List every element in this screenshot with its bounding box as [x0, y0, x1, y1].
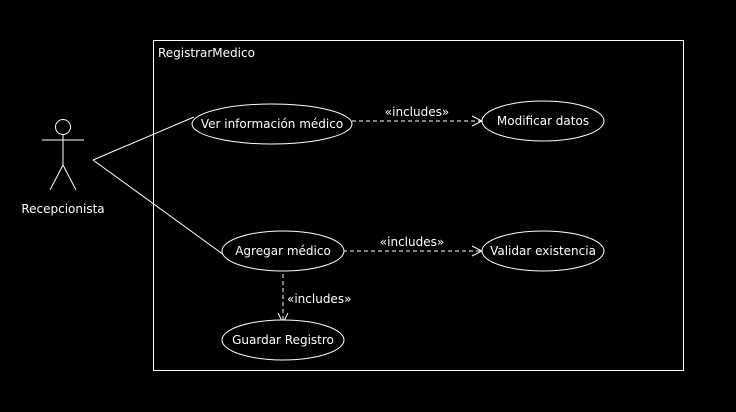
use-case-label: Guardar Registro — [232, 333, 334, 347]
actor-left-leg — [49, 164, 64, 191]
use-case-ver-informacion[interactable]: Ver información médico — [191, 103, 353, 145]
use-case-agregar-medico[interactable]: Agregar médico — [221, 230, 345, 272]
association-ver-informacion — [92, 116, 195, 161]
actor-right-leg — [62, 164, 77, 191]
use-case-label: Modificar datos — [497, 114, 589, 128]
actor-name: Recepcionista — [21, 202, 104, 216]
actor-head — [55, 119, 71, 135]
use-case-label: Validar existencia — [490, 244, 596, 258]
use-case-validar-existencia[interactable]: Validar existencia — [481, 230, 605, 272]
use-case-label: Agregar médico — [235, 244, 331, 258]
system-name: RegistrarMedico — [158, 46, 255, 60]
use-case-label: Ver información médico — [201, 117, 343, 131]
include-label-agregar-to-guardar: «includes» — [287, 292, 351, 306]
actor-recepcionista — [42, 119, 84, 191]
include-label-agregar-to-validar: «includes» — [380, 235, 444, 249]
system-boundary — [153, 40, 684, 371]
include-label-ver-to-modificar: «includes» — [385, 105, 449, 119]
use-case-modificar-datos[interactable]: Modificar datos — [481, 100, 605, 142]
association-agregar-medico — [92, 159, 225, 256]
use-case-guardar-registro[interactable]: Guardar Registro — [221, 319, 345, 361]
